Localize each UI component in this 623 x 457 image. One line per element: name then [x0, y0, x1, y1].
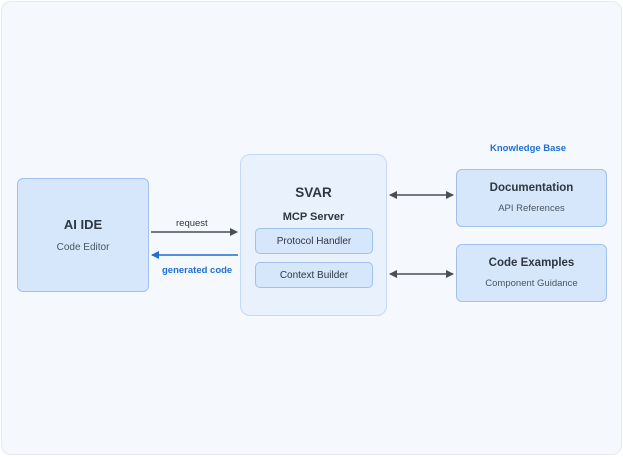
- code-examples-box: Code Examples Component Guidance: [456, 244, 607, 302]
- documentation-box: Documentation API References: [456, 169, 607, 227]
- generated-code-label: generated code: [162, 265, 233, 276]
- code-examples-title: Code Examples: [488, 257, 575, 269]
- mcp-server-subtitle: MCP Server: [282, 211, 345, 223]
- ai-ide-title: AI IDE: [63, 217, 103, 232]
- request-label: request: [176, 218, 208, 229]
- documentation-subtitle: API References: [498, 203, 565, 214]
- ai-ide-subtitle: Code Editor: [56, 242, 110, 253]
- code-examples-subtitle: Component Guidance: [485, 278, 578, 289]
- mcp-server-box: SVAR MCP Server Protocol Handler Context…: [240, 154, 387, 316]
- ai-ide-box: AI IDE Code Editor: [17, 178, 149, 292]
- mcp-server-title: SVAR: [295, 185, 332, 200]
- knowledge-base-heading: Knowledge Base: [490, 143, 567, 154]
- context-builder-module: Context Builder: [255, 262, 373, 288]
- documentation-title: Documentation: [489, 182, 574, 194]
- protocol-handler-module: Protocol Handler: [255, 228, 373, 254]
